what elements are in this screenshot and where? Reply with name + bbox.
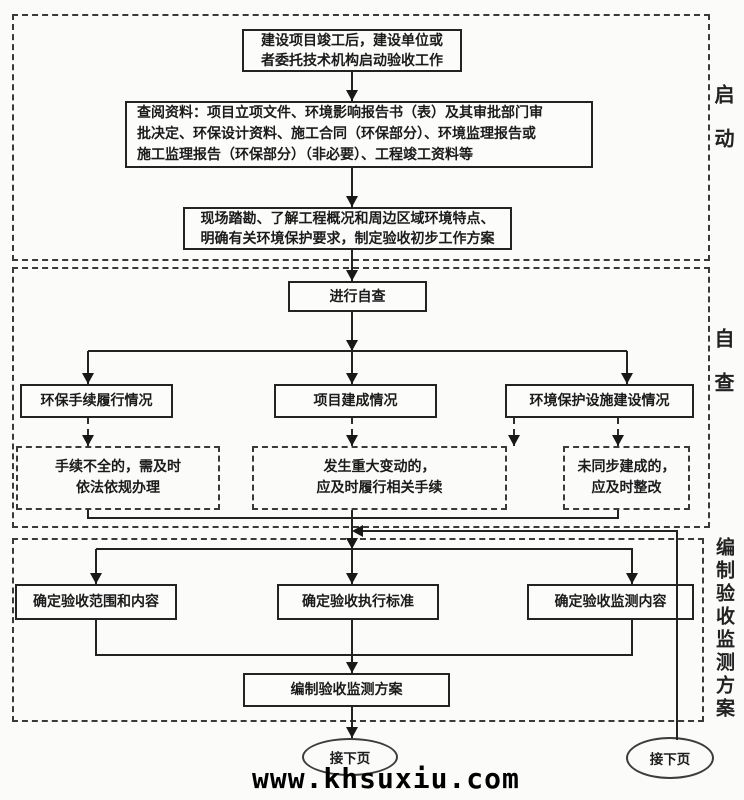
section-frame-plan [12,538,704,722]
connector-line [351,707,353,738]
arrow-down-icon [621,373,633,384]
connector-line [351,351,353,384]
node-self-check: 进行自查 [288,281,427,312]
connector-line [95,549,97,584]
arrow-down-icon [346,270,358,281]
node-completion-status: 项目建成情况 [274,384,437,418]
arrow-down-icon [346,196,358,207]
connector-line [87,351,89,384]
connector-line [351,72,353,101]
terminator-next-page-right: 接下页 [626,737,714,779]
connector-line [87,517,619,519]
connector-line [351,620,353,655]
connector-line [95,654,633,656]
arrow-down-icon [346,573,358,584]
connector-line [357,530,677,532]
connector-line-dashed [617,418,619,446]
arrow-down-icon [346,727,358,738]
connector-line [88,350,627,352]
arrow-down-icon [82,373,94,384]
connector-line-dashed [87,418,89,446]
connector-line [351,250,353,281]
node-review-docs: 查阅资料：项目立项文件、环境影响报告书（表）及其审批部门审 批决定、环保设计资料… [125,101,593,168]
connector-line [617,510,619,518]
arrow-down-icon [626,573,638,584]
arrow-down-icon [508,435,520,446]
node-site-survey: 现场踏勘、了解工程概况和周边区域环境特点、 明确有关环境保护要求，制定验收初步工… [183,207,512,250]
connector-line [351,549,353,584]
arrow-down-icon [82,435,94,446]
arrow-down-icon [346,538,358,549]
connector-line [95,620,97,655]
node-kickoff: 建设项目竣工后，建设单位或 者委托技术机构启动验收工作 [242,29,462,72]
node-facility-status: 环境保护设施建设情况 [505,384,694,418]
arrow-down-icon [90,573,102,584]
stage-label-startup: 启动 [711,84,735,172]
watermark-url: www.khsuxiu.com [252,762,520,795]
connector-line-dashed [351,418,353,446]
connector-line [351,168,353,207]
arrow-down-icon [612,435,624,446]
terminator-next-page-left: 接下页 [302,738,398,776]
connector-line [87,510,89,518]
stage-label-plan: 编制验收监测方案 [713,537,735,721]
node-major-change: 发生重大变动的， 应及时履行相关手续 [252,446,507,510]
arrow-down-icon [346,435,358,446]
node-monitor-plan: 编制验收监测方案 [243,673,450,707]
connector-line [631,549,633,584]
connector-line [96,548,633,550]
node-monitor-content: 确定验收监测内容 [527,584,694,620]
node-incomplete-procedure: 手续不全的，需及时 依法依规办理 [16,446,220,510]
node-scope-content: 确定验收范围和内容 [15,584,177,620]
arrow-down-icon [346,340,358,351]
node-procedure-status: 环保手续履行情况 [20,384,173,418]
arrow-down-icon [346,662,358,673]
connector-line [351,510,353,518]
connector-line [626,351,628,384]
connector-line [351,312,353,351]
connector-line-dashed [513,418,515,446]
arrow-down-icon [346,373,358,384]
stage-label-selfcheck: 自查 [711,328,735,416]
connector-line [631,620,633,655]
arrow-down-icon [346,90,358,101]
arrow-left-icon [352,525,363,537]
node-not-synced: 未同步建成的， 应及时整改 [563,446,690,510]
section-frame-startup [12,14,710,261]
node-exec-standards: 确定验收执行标准 [277,584,439,620]
connector-line [676,530,678,740]
